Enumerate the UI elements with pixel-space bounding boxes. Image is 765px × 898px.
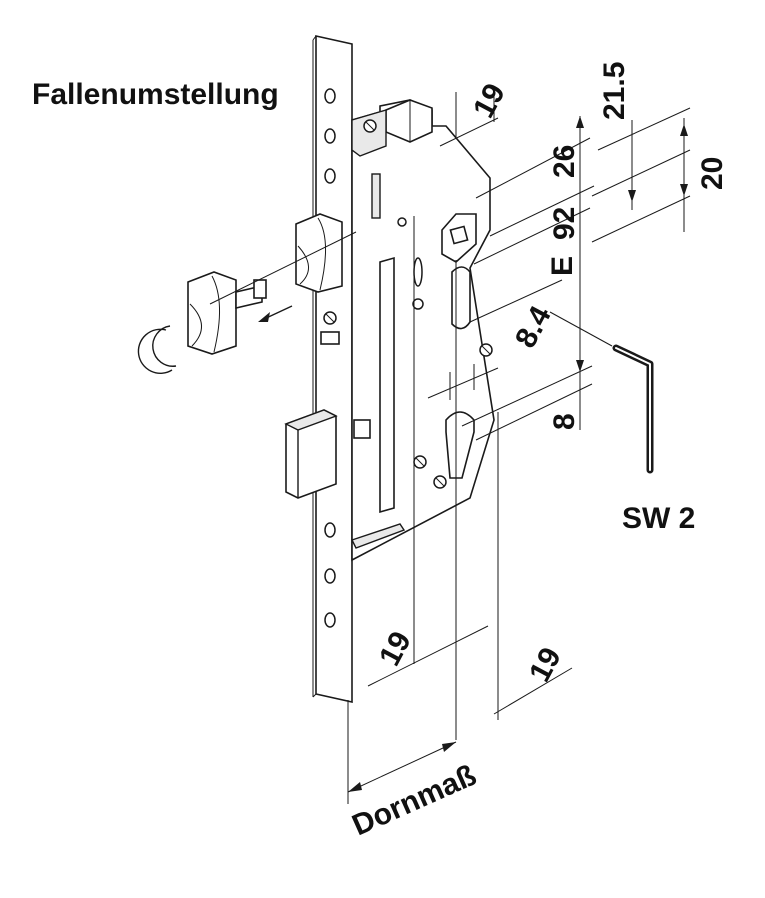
exploded-latch [137,231,357,374]
dim-8-4: 8.4 [509,301,558,354]
dim-8: 8 [548,413,581,430]
latch-bolt [295,213,343,293]
dim-21-5: 21.5 [598,62,631,120]
tool-label: SW 2 [622,502,695,535]
dim-26: 26 [548,145,581,178]
square-spindle-hole [449,225,469,245]
diagram-title: Fallenumstellung [32,78,279,111]
latch-slot [451,266,471,330]
dim-bottom-19-right: 19 [523,642,568,687]
bolt-slot [379,256,395,514]
dead-bolt [284,409,371,499]
retaining-clip [137,328,173,374]
dim-top-19: 19 [467,78,512,123]
dim-20: 20 [696,157,729,190]
dim-e: E [546,256,579,276]
faceplate-slot [320,331,340,345]
dim-backset: Dornmaß [347,759,481,843]
face-plate [312,35,353,703]
dimension-lines [347,92,691,804]
allen-key [612,344,654,474]
dim-92: 92 [548,207,581,240]
screw-hole [324,568,336,584]
screw-hole [324,522,336,538]
bolt-pin [353,419,371,439]
case-pin [412,298,424,310]
small-slot [413,257,423,287]
screw-hole [324,612,336,628]
case-window [371,173,381,219]
screw-hole [324,128,336,144]
latch-spring [253,279,267,299]
screw-hole [324,168,336,184]
screw-hole [324,88,336,104]
lock-case [351,99,495,562]
case-pin [397,217,407,227]
